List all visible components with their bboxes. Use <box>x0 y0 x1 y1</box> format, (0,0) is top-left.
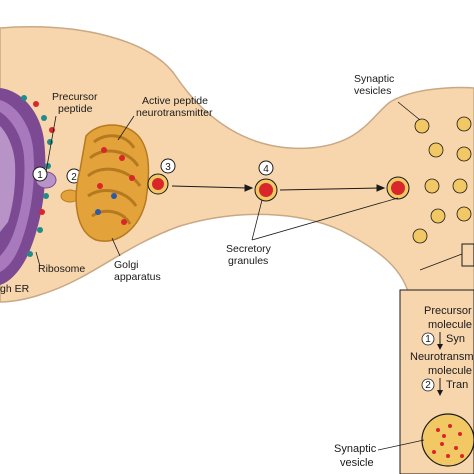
transport-arrows <box>171 184 386 192</box>
label-synaptic-vesicles-line1: Synaptic <box>354 73 394 85</box>
inset-step-2: 2 <box>425 380 431 391</box>
inset-precursor-line2: molecule <box>428 319 472 331</box>
step-3-number: 3 <box>165 162 171 173</box>
label-active-peptide-line1: Active peptide <box>142 95 208 107</box>
step-2-number: 2 <box>71 172 77 183</box>
labels: Precursor peptide Active peptide neurotr… <box>0 73 394 295</box>
inset-synaptic-vesicle <box>421 413 474 467</box>
label-secretory-granules-line2: granules <box>228 255 268 267</box>
label-precursor-peptide-line1: Precursor <box>52 91 98 103</box>
inset-synaptic-vesicle-line1: Synaptic <box>334 443 377 455</box>
zoom-box <box>461 243 474 267</box>
inset-neurotransmitter-line1: Neurotransm <box>410 351 474 363</box>
inset-precursor-line1: Precursor <box>424 305 472 317</box>
golgi-apparatus <box>75 124 150 242</box>
inset-step-1: 1 <box>425 334 431 345</box>
label-golgi-line1: Golgi <box>114 259 139 271</box>
inset-synaptic-vesicle-line2: vesicle <box>340 457 374 469</box>
step-3: 3 <box>147 158 176 195</box>
label-rough-er: gh ER <box>0 283 30 295</box>
step-4: 4 <box>254 160 278 202</box>
inset-step-1-text: Syn <box>446 333 465 345</box>
label-golgi-line2: apparatus <box>114 271 161 283</box>
label-synaptic-vesicles-line2: vesicles <box>354 85 391 97</box>
label-ribosome: Ribosome <box>38 263 85 275</box>
step-1-number: 1 <box>37 170 43 181</box>
step-4-number: 4 <box>263 164 269 175</box>
synaptic-vesicles <box>412 116 472 244</box>
inset-panel: Precursor molecule 1 Syn Neurotransm mol… <box>399 289 474 474</box>
label-precursor-peptide-line2: peptide <box>58 103 93 115</box>
step-1: 1 <box>32 166 57 189</box>
inset-step-2-text: Tran <box>446 379 468 391</box>
secretory-granule-terminal <box>386 176 410 200</box>
label-active-peptide-line2: neurotransmitter <box>136 107 213 119</box>
inset-neurotransmitter-line2: molecule <box>428 365 472 377</box>
label-secretory-granules-line1: Secretory <box>226 243 272 255</box>
inset-vesicle-label: Synaptic vesicle <box>334 439 425 469</box>
rough-er <box>0 88 46 285</box>
